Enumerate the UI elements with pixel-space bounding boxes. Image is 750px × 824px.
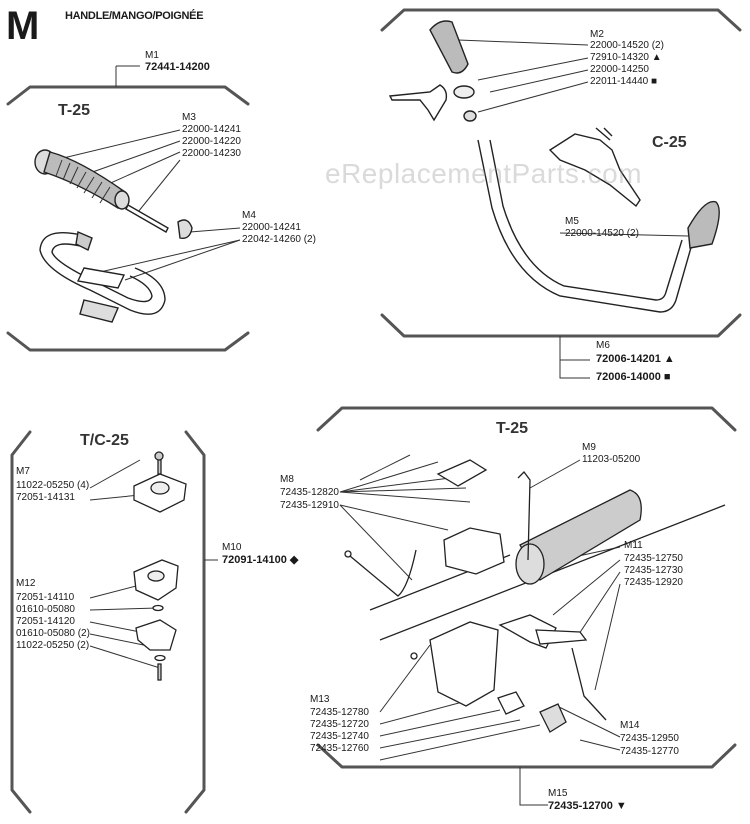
callout-m3-id: M3: [182, 112, 196, 123]
callout-m2-part: 72910-14320 ▲: [590, 52, 662, 63]
callout-m2-part: 22011-14440 ■: [590, 76, 658, 87]
c25-handlebar: [388, 20, 720, 313]
callout-m12-part: 11022-05250 (2): [16, 640, 90, 651]
callout-m3-part: 22000-14220: [182, 136, 241, 147]
callout-m11-part: 72435-12920: [624, 577, 683, 588]
callout-m14-part: 72435-12950: [620, 733, 679, 744]
callout-m8-id: M8: [280, 474, 294, 485]
callout-m12-part: 01610-05080 (2): [16, 628, 90, 639]
callout-m5-id: M5: [565, 216, 579, 227]
callout-m5-part: 22000-14520 (2): [565, 228, 639, 239]
callout-m11-part: 72435-12750: [624, 553, 683, 564]
callout-m6-part: 72006-14201 ▲: [596, 353, 675, 365]
callout-m6-id: M6: [596, 340, 610, 351]
t25-top-bracket-top: [6, 85, 250, 106]
callout-m13-part: 72435-12760: [310, 743, 369, 754]
tc25-clamp: [133, 451, 187, 681]
section-label-tc25: T/C-25: [80, 432, 129, 449]
callout-m4-part: 22042-14260 (2): [242, 234, 316, 245]
section-label-t25-top: T-25: [58, 102, 91, 119]
callout-m8-part: 72435-12910: [280, 500, 339, 511]
callout-m11-part: 72435-12730: [624, 565, 683, 576]
t25-throttle-assembly: [344, 459, 726, 733]
callout-m12-part: 72051-14110: [16, 592, 75, 603]
callout-m8-part: 72435-12820: [280, 487, 339, 498]
callout-m7-id: M7: [16, 466, 30, 477]
callout-m10-part: 72091-14100 ◆: [222, 554, 299, 566]
tc25-bracket-right: [184, 430, 206, 814]
callout-m7-part: 11022-05250 (4): [16, 480, 90, 491]
callout-m14-part: 72435-12770: [620, 746, 679, 757]
callout-m14-id: M14: [620, 720, 640, 731]
callout-m15-id: M15: [548, 788, 568, 799]
callout-m13-part: 72435-12720: [310, 719, 369, 730]
c25-bracket-top: [380, 8, 742, 32]
callout-m6-part: 72006-14000 ■: [596, 371, 671, 383]
callout-m9-id: M9: [582, 442, 596, 453]
callout-m10-id: M10: [222, 542, 242, 553]
callout-m3-part: 22000-14241: [182, 124, 241, 135]
callout-m7-part: 72051-14131: [16, 492, 75, 503]
section-label-t25-bottom: T-25: [496, 420, 529, 437]
callout-m13-id: M13: [310, 694, 330, 705]
t25-top-bracket-bottom: [6, 331, 250, 352]
callout-m1-id: M1: [145, 50, 159, 61]
callout-m11-id: M11: [624, 540, 643, 551]
section-letter: M: [6, 4, 40, 48]
callout-m15-part: 72435-12700 ▼: [548, 800, 627, 812]
callout-m13-part: 72435-12740: [310, 731, 369, 742]
callout-m4-part: 22000-14241: [242, 222, 301, 233]
t25-handle-grip: [34, 149, 193, 239]
callout-m3-part: 22000-14230: [182, 148, 241, 159]
callout-m13-part: 72435-12780: [310, 707, 369, 718]
callout-m12-part: 01610-05080: [16, 604, 75, 615]
t25-bottom-bracket-top: [316, 406, 737, 432]
t25-handle-loop: [39, 231, 166, 323]
callout-m12-part: 72051-14120: [16, 616, 75, 627]
callout-m9-part: 11203-05200: [582, 454, 641, 465]
callout-m1-part: 72441-14200: [145, 61, 210, 73]
callout-lines: [54, 39, 689, 806]
section-label-c25: C-25: [652, 134, 687, 151]
page-header: HANDLE/MANGO/POIGNÉE: [65, 10, 204, 22]
callout-m2-id: M2: [590, 29, 604, 40]
watermark: eReplacementParts.com: [325, 158, 643, 189]
t25-bottom-bracket-bottom: [316, 743, 737, 769]
callout-m2-part: 22000-14250: [590, 64, 649, 75]
c25-bracket-bottom: [380, 313, 742, 338]
callout-m4-id: M4: [242, 210, 256, 221]
tc25-bracket-left: [10, 430, 32, 814]
callout-m2-part: 22000-14520 (2): [590, 40, 664, 51]
callout-m12-id: M12: [16, 578, 36, 589]
